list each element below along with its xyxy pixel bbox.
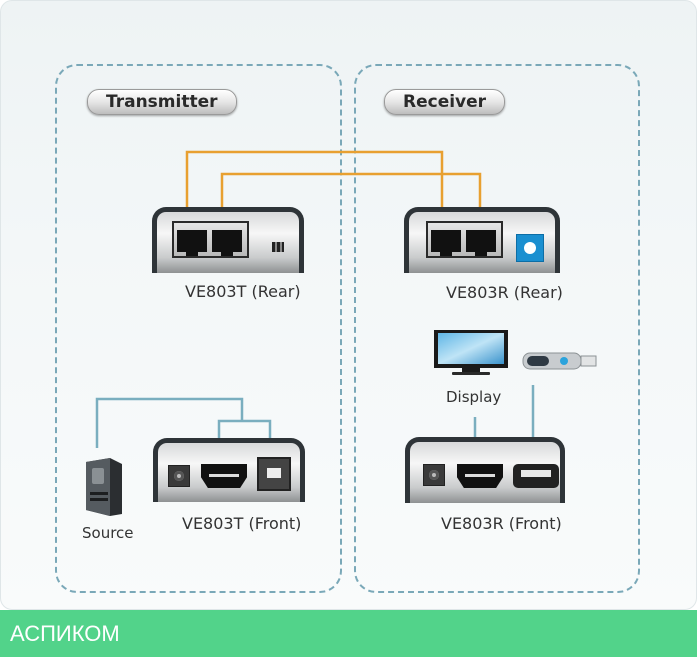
footer-brand: АСПИКОМ: [10, 621, 120, 646]
source-label: Source: [82, 524, 134, 542]
transmitter-rear-label: VE803T (Rear): [185, 282, 301, 301]
hdmi-port-icon: [201, 464, 247, 488]
transmitter-panel: [55, 64, 342, 593]
usb-a-port-icon: [513, 464, 559, 488]
receiver-rear-device: [404, 207, 560, 273]
transmitter-section-title: Transmitter: [87, 89, 237, 115]
transmitter-front-device: [153, 438, 305, 502]
dc-power-jack-icon: [423, 464, 445, 486]
receiver-panel: [354, 64, 640, 593]
transmitter-front-label: VE803T (Front): [182, 514, 302, 533]
dip-switch-icon: [272, 242, 284, 252]
monitor-icon: [434, 330, 508, 375]
display-label: Display: [446, 388, 502, 406]
footer-bar: АСПИКОМ: [0, 610, 697, 657]
hdmi-port-icon: [457, 464, 503, 488]
rj45-port-pair: [172, 221, 249, 258]
tx-split-cable: [217, 419, 272, 444]
computer-tower-icon: [86, 458, 122, 516]
cable-diagram: [95, 150, 535, 448]
rotary-id-dial-icon: [516, 234, 544, 262]
cat-cable-1: [185, 150, 444, 218]
rj45-port-pair: [426, 221, 503, 258]
rj45-port-icon: [177, 230, 207, 256]
rj45-port-icon: [431, 230, 461, 256]
usb-flash-drive-icon: [522, 352, 597, 370]
cat-cable-2: [220, 172, 482, 218]
receiver-section-title: Receiver: [384, 89, 506, 115]
usb-b-port-icon: [257, 457, 291, 491]
rj45-port-icon: [212, 230, 242, 256]
cat-cables: [185, 150, 482, 218]
signal-cables: [95, 385, 535, 448]
receiver-front-label: VE803R (Front): [441, 514, 562, 533]
rj45-port-icon: [466, 230, 496, 256]
receiver-front-device: [405, 437, 565, 503]
source-cable: [95, 397, 244, 448]
receiver-rear-label: VE803R (Rear): [446, 283, 563, 302]
transmitter-rear-device: [152, 207, 304, 273]
dc-power-jack-icon: [168, 465, 190, 487]
